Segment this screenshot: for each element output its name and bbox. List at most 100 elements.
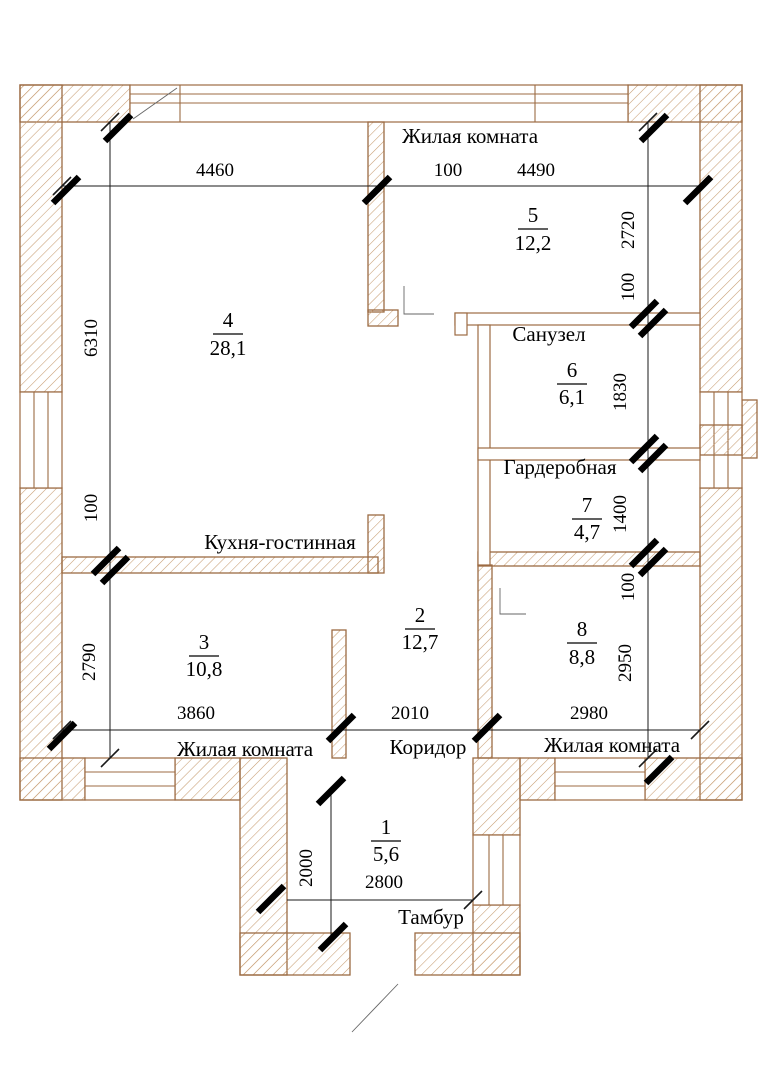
wall-segment xyxy=(519,757,556,801)
leader-lines xyxy=(351,286,526,1033)
windows xyxy=(19,84,743,906)
room-7-area: 4,7 xyxy=(574,520,600,544)
room-6-number: 6 xyxy=(567,358,578,382)
door-mark xyxy=(637,307,669,339)
interior-walls xyxy=(61,121,701,759)
wall-segment-tambur-right xyxy=(472,757,521,836)
dim-top-100: 100 xyxy=(434,160,463,181)
dim-tambur-2800: 2800 xyxy=(365,872,403,893)
room-4-name: Кухня-гостинная xyxy=(204,530,356,554)
door-mark xyxy=(628,433,660,465)
room-7-name: Гардеробная xyxy=(503,455,616,479)
door-mark xyxy=(315,775,347,807)
room-4-number: 4 xyxy=(223,308,234,332)
door-mark xyxy=(628,537,660,569)
room-1-number: 1 xyxy=(381,815,392,839)
wall-segment xyxy=(644,757,743,801)
wall-segment xyxy=(19,487,63,801)
leader-line xyxy=(351,983,399,1033)
dim-bottom-2980: 2980 xyxy=(570,703,608,724)
room-3-name: Жилая комната xyxy=(177,737,314,761)
door-mark xyxy=(325,712,357,744)
door-mark xyxy=(361,174,393,206)
room-labels: Жилая комната 5 12,2 4 28,1 Кухня-гостин… xyxy=(177,124,681,929)
door-marks xyxy=(46,112,714,953)
wall-sanuzel-corridor xyxy=(477,324,491,566)
door-mark xyxy=(317,921,349,953)
dim-right-2720: 2720 xyxy=(618,211,639,249)
leader-line xyxy=(403,286,434,315)
dim-bottom-3860: 3860 xyxy=(177,703,215,724)
wall-segment-shaft xyxy=(741,399,758,459)
dim-tambur-2000: 2000 xyxy=(296,849,317,887)
window-left xyxy=(19,391,63,489)
dim-top-4460: 4460 xyxy=(196,160,234,181)
wall-room4-foot xyxy=(367,309,399,327)
door-mark xyxy=(637,546,669,578)
room-3-number: 3 xyxy=(199,630,210,654)
wall-segment xyxy=(19,84,63,393)
dim-left-2790: 2790 xyxy=(79,643,100,681)
room-8-name: Жилая комната xyxy=(544,733,681,757)
room-2-number: 2 xyxy=(415,603,426,627)
window-bottom-left xyxy=(84,757,176,801)
room-6-area: 6,1 xyxy=(559,385,585,409)
door-mark xyxy=(99,554,131,586)
dim-top-4490: 4490 xyxy=(517,160,555,181)
room-8-area: 8,8 xyxy=(569,645,595,669)
wall-segment xyxy=(699,487,743,801)
door-mark xyxy=(102,112,134,144)
wall-segment xyxy=(19,757,86,801)
door-mark xyxy=(46,720,78,752)
wall-room4-room5 xyxy=(367,121,385,313)
door-mark xyxy=(471,712,503,744)
door-mark xyxy=(638,112,670,144)
dim-right-2950: 2950 xyxy=(615,644,636,682)
room-1-name: Тамбур xyxy=(398,905,464,929)
wall-cap xyxy=(454,312,468,336)
door-mark xyxy=(50,174,82,206)
dim-right-1830: 1830 xyxy=(610,373,631,411)
wall-kitchen-room3 xyxy=(61,556,379,574)
leader-line xyxy=(499,588,526,615)
dim-tick xyxy=(690,720,710,740)
door-mark xyxy=(637,442,669,474)
door-mark xyxy=(90,545,122,577)
dim-tick xyxy=(638,748,658,768)
room-4-area: 28,1 xyxy=(210,336,247,360)
dim-tick xyxy=(100,748,120,768)
wall-room7-room8 xyxy=(477,551,701,567)
dim-tick xyxy=(638,112,658,132)
dim-right-100a: 100 xyxy=(618,273,639,302)
exterior-walls xyxy=(19,84,758,976)
window-pier xyxy=(699,424,743,456)
dimension-texts: 4460 100 4490 6310 100 2790 2720 100 183… xyxy=(79,160,639,893)
room-5-area: 12,2 xyxy=(515,231,552,255)
room-5-name: Жилая комната xyxy=(402,124,539,148)
window-tambur xyxy=(472,834,521,906)
dim-tick xyxy=(100,112,120,132)
door-mark xyxy=(628,298,660,330)
wall-segment xyxy=(699,84,743,393)
door-mark xyxy=(643,754,675,786)
dim-left-100: 100 xyxy=(81,494,102,523)
dim-right-100b: 100 xyxy=(618,573,639,602)
dim-tick xyxy=(52,176,72,196)
room-7-number: 7 xyxy=(582,493,593,517)
door-mark xyxy=(255,883,287,915)
room-8-number: 8 xyxy=(577,617,588,641)
room-2-name: Коридор xyxy=(390,735,467,759)
wall-segment xyxy=(174,757,241,801)
room-1-area: 5,6 xyxy=(373,842,399,866)
dim-tick xyxy=(463,890,483,910)
wall-segment-tambur-bottom xyxy=(414,932,521,976)
room-3-area: 10,8 xyxy=(186,657,223,681)
room-5-number: 5 xyxy=(528,203,539,227)
window-bottom-right xyxy=(554,757,646,801)
window-opening-line xyxy=(132,87,178,120)
room-6-name: Санузел xyxy=(512,322,585,346)
room-2-area: 12,7 xyxy=(402,630,439,654)
dim-right-1400: 1400 xyxy=(610,495,631,533)
